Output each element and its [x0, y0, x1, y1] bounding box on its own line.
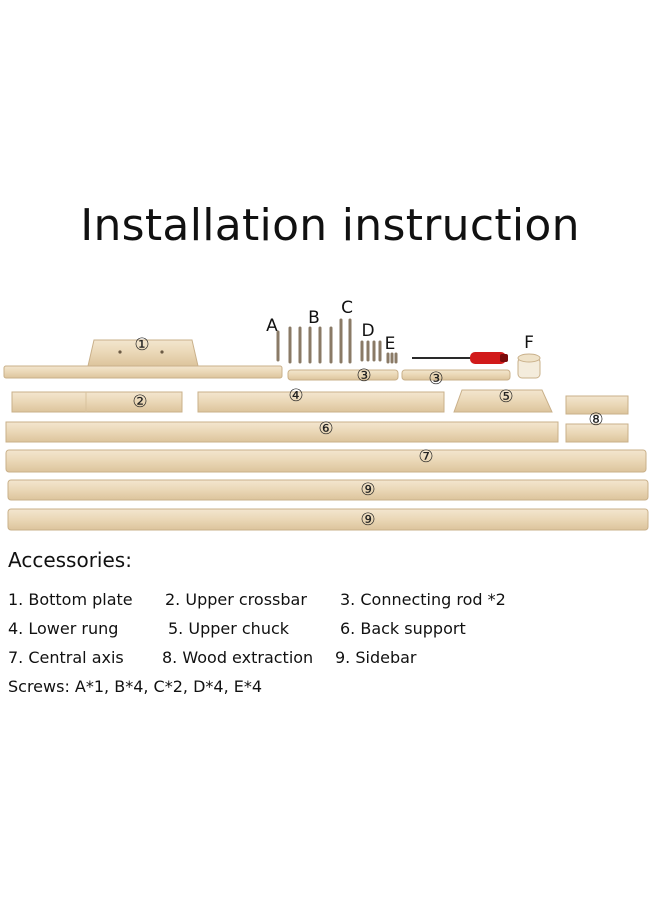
parts-diagram: A B C D E F ① ② ③ ③ ④ ⑤ ⑥ ⑦ ⑧ ⑨ ⑨ [3, 298, 649, 531]
accessory-item: 6. Back support [340, 619, 466, 638]
part-wood-extraction [565, 423, 629, 443]
callout-3: ③ [428, 369, 443, 389]
callout-3: ③ [356, 366, 371, 386]
accessories-heading: Accessories: [8, 548, 132, 572]
callout-8: ⑧ [588, 410, 603, 430]
part-sidebar [7, 479, 649, 501]
callout-4: ④ [288, 386, 303, 406]
screw-label-d: D [361, 321, 374, 341]
screws-group [276, 318, 398, 364]
accessory-item: 7. Central axis [8, 648, 124, 667]
part-bottom-plate [3, 339, 283, 379]
accessory-item: 9. Sidebar [335, 648, 417, 667]
accessory-item: 8. Wood extraction [162, 648, 314, 667]
part-back-support [5, 421, 559, 443]
screw-label-a: A [266, 316, 278, 336]
part-central-axis [5, 449, 647, 473]
page-title: Installation instruction [80, 200, 580, 251]
accessory-item: 1. Bottom plate [8, 590, 133, 609]
part-f-cup [517, 353, 541, 379]
accessory-item: 5. Upper chuck [168, 619, 290, 638]
part-connecting-rod [401, 369, 511, 381]
callout-9: ⑨ [360, 510, 375, 530]
accessory-item: 4. Lower rung [8, 619, 119, 638]
callout-1: ① [134, 335, 149, 355]
screws-summary: Screws: A*1, B*4, C*2, D*4, E*4 [8, 677, 263, 696]
accessory-item: 3. Connecting rod *2 [340, 590, 506, 609]
screw-label-b: B [308, 308, 320, 328]
screw-label-f: F [524, 333, 534, 353]
callout-5: ⑤ [498, 387, 513, 407]
screw-label-e: E [385, 334, 396, 354]
callout-9: ⑨ [360, 480, 375, 500]
screwdriver [412, 352, 508, 364]
part-lower-rung [197, 391, 445, 413]
part-upper-chuck [453, 389, 553, 413]
callout-2: ② [132, 392, 147, 412]
part-sidebar [7, 508, 649, 531]
callout-6: ⑥ [318, 419, 333, 439]
accessory-item: 2. Upper crossbar [165, 590, 307, 609]
callout-7: ⑦ [418, 447, 433, 467]
part-wood-extraction [565, 395, 629, 415]
part-upper-crossbar [11, 391, 183, 413]
part-connecting-rod [287, 369, 399, 381]
screw-label-c: C [341, 298, 353, 318]
